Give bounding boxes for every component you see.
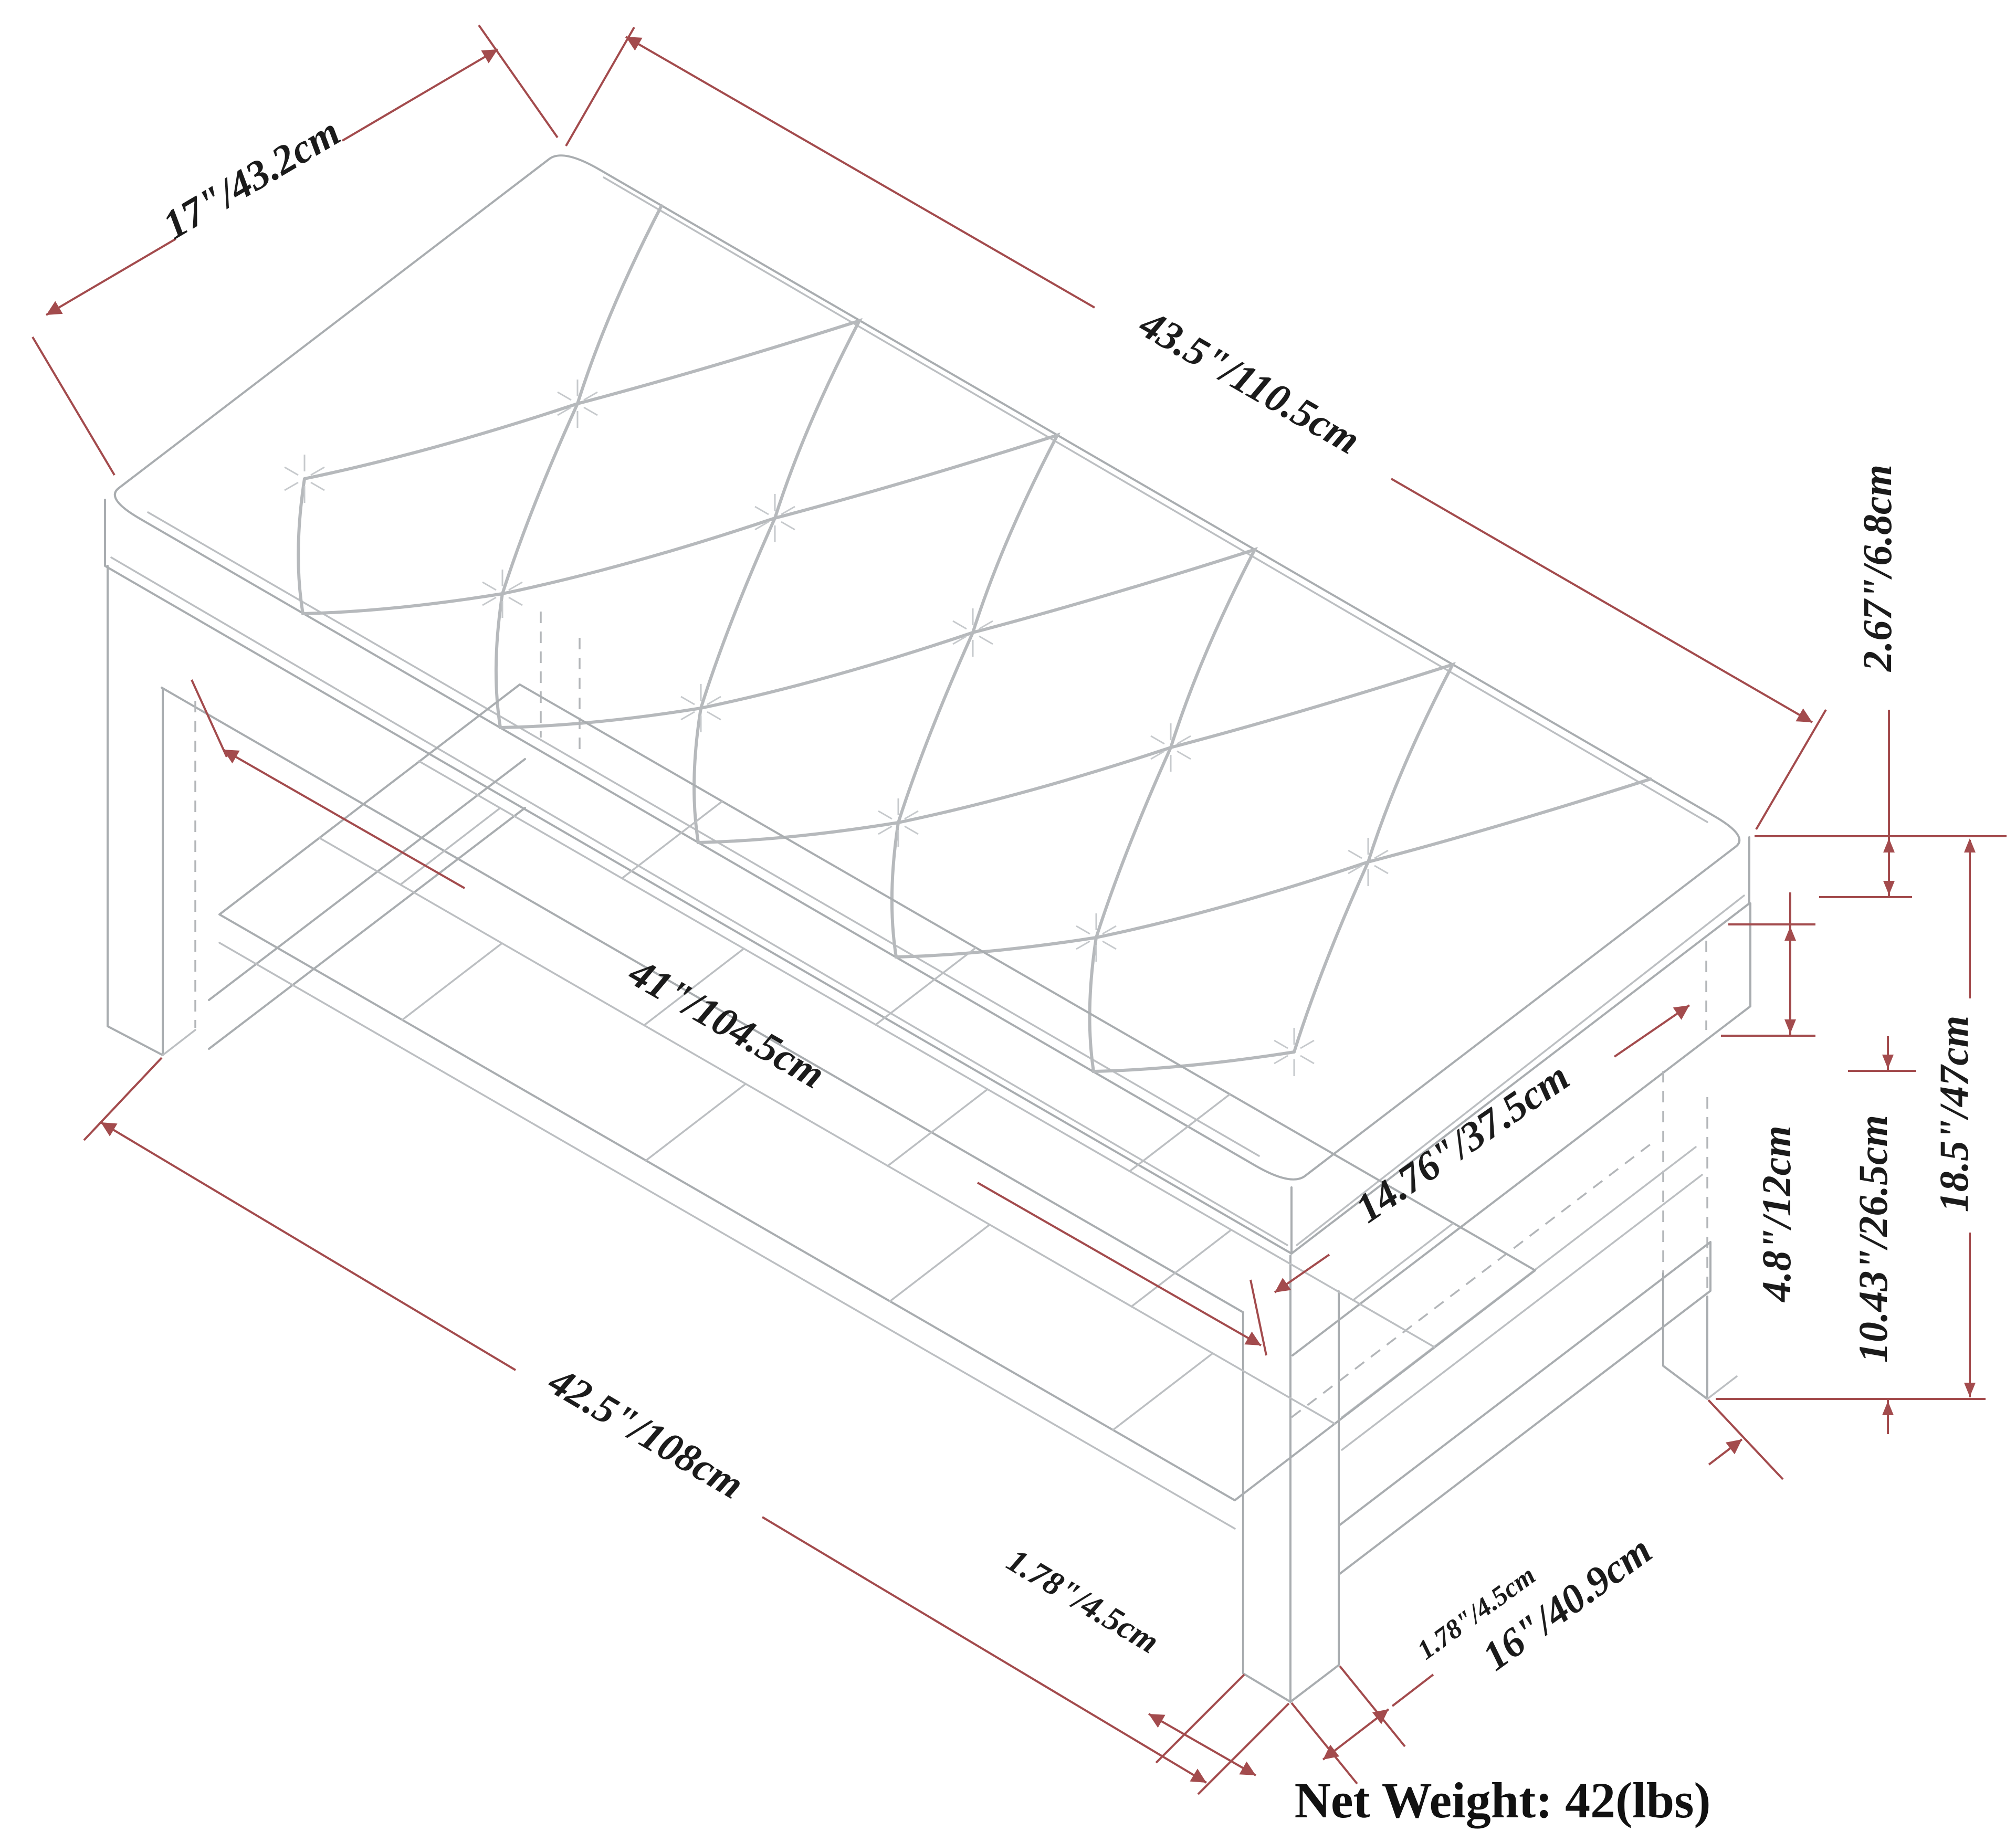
dim-inner-length: 41"/104.5cm — [191, 679, 1267, 1356]
dim-top-length-label: 43.5"/110.5cm — [1131, 300, 1368, 462]
tufting-seams — [284, 204, 1652, 1077]
net-weight-label: Net Weight: 42(lbs) — [1295, 1772, 1711, 1828]
dim-shelf-to-floor-label: 10.43"/26.5cm — [1850, 1115, 1896, 1363]
dim-base-height: 18.5"/47cm — [1931, 838, 1977, 1397]
dim-top-depth: 17"/43.2cm — [32, 24, 559, 476]
bench-line-drawing — [104, 154, 1751, 1703]
slatted-shelf — [218, 683, 1536, 1530]
dim-apron-height: 4.8"/12cm — [1721, 892, 1815, 1303]
dim-leg-width-front: 1.78"/4.5cm — [1001, 1541, 1256, 1776]
dim-base-height-label: 18.5"/47cm — [1931, 1016, 1977, 1213]
dim-base-depth: 16"/40.9cm — [1391, 1399, 1784, 1707]
dim-shelf-to-floor: 10.43"/26.5cm — [1716, 1036, 1986, 1434]
tufting-buttons — [284, 378, 1389, 1077]
dim-shelf-depth: 14.76"/37.5cm — [1274, 1004, 1690, 1293]
dim-top-length: 43.5"/110.5cm — [565, 27, 1827, 830]
dim-leg-width-front-label: 1.78"/4.5cm — [1001, 1541, 1166, 1660]
dim-apron-height-label: 4.8"/12cm — [1754, 1125, 1799, 1303]
dim-cushion-thickness: 2.67"/6.8cm — [1755, 465, 2007, 898]
dim-inner-length-label: 41"/104.5cm — [621, 949, 833, 1097]
dim-shelf-depth-label: 14.76"/37.5cm — [1347, 1054, 1577, 1231]
dim-top-depth-label: 17"/43.2cm — [155, 108, 348, 248]
dim-base-length-label: 42.5"/108cm — [541, 1357, 752, 1508]
frame — [107, 565, 1751, 1703]
dim-cushion-thickness-label: 2.67"/6.8cm — [1854, 465, 1900, 672]
